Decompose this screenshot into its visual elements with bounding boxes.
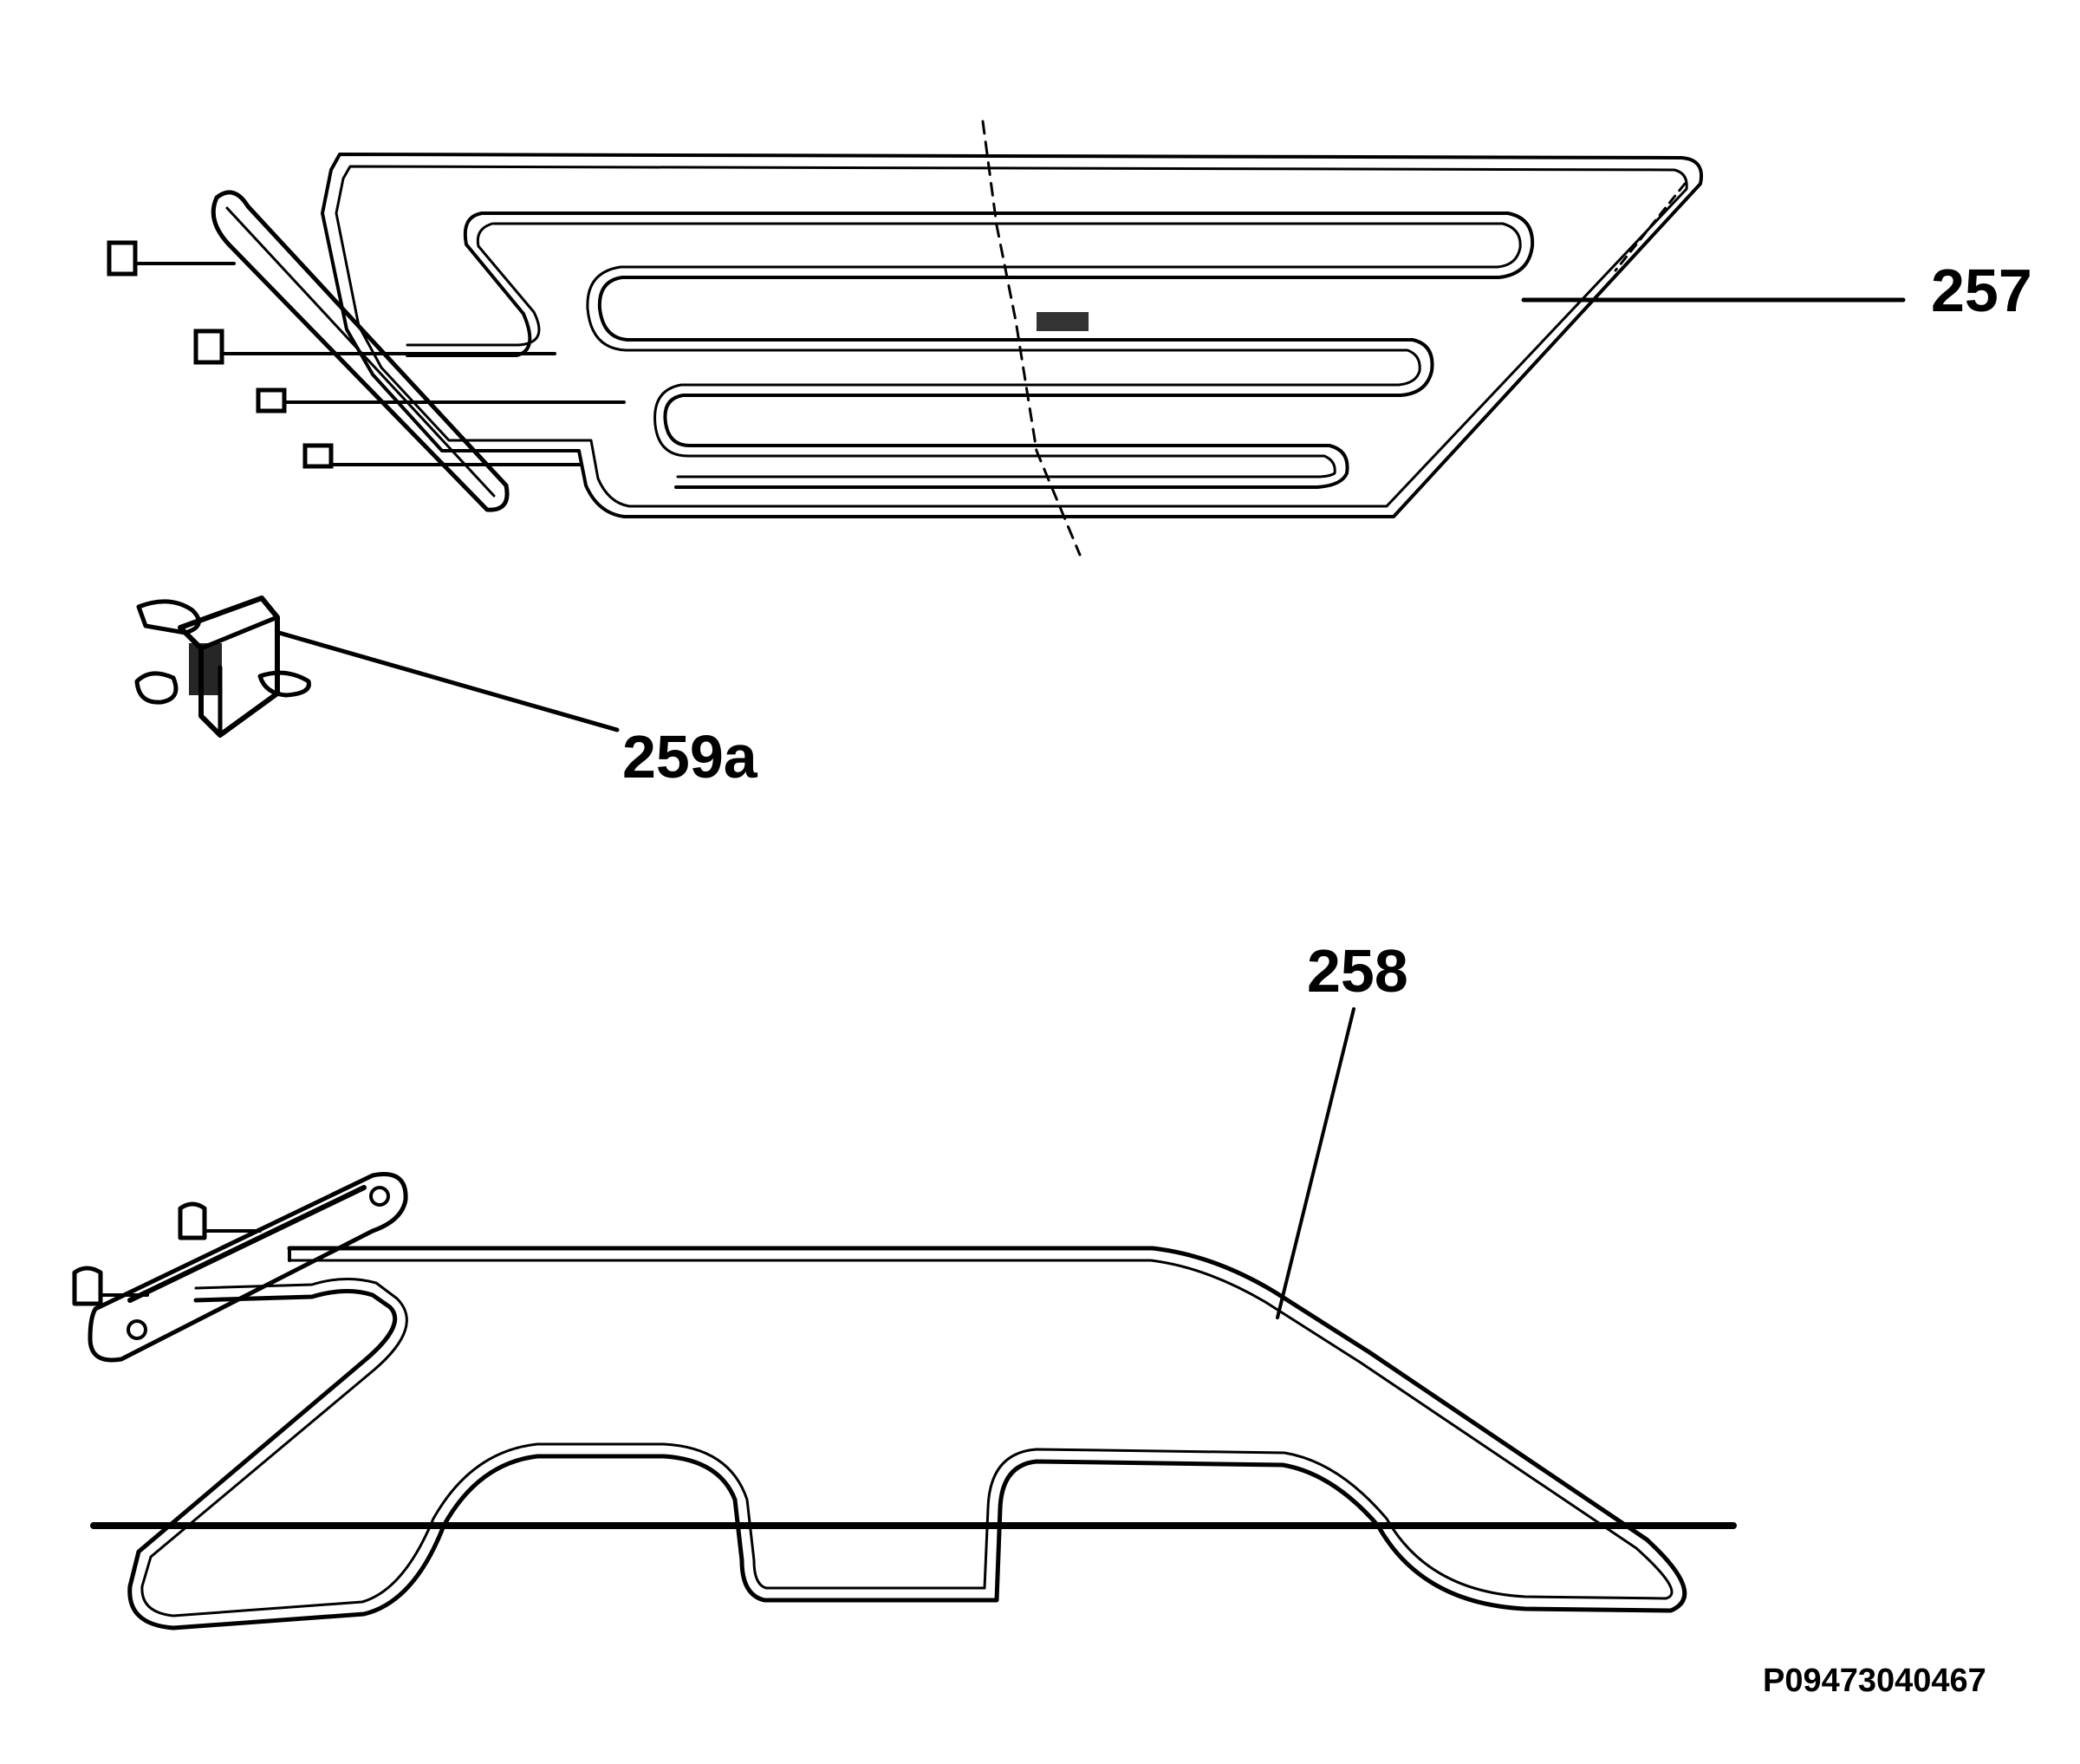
leader-line-259a bbox=[276, 630, 620, 732]
callout-label-257: 257 bbox=[1931, 257, 2032, 324]
heating-element-257 bbox=[107, 120, 1703, 557]
callout-label-258: 258 bbox=[1307, 937, 1408, 1005]
callout-label-259a: 259a bbox=[622, 723, 757, 791]
terminal-connectors-258 bbox=[72, 1201, 262, 1306]
terminal-connectors bbox=[107, 240, 626, 469]
connector-block-259a bbox=[134, 596, 311, 738]
figure-identifier: P09473040467 bbox=[1763, 1663, 1986, 1699]
leader-line-258 bbox=[1276, 1007, 1355, 1319]
heating-element-258 bbox=[72, 1172, 1737, 1631]
